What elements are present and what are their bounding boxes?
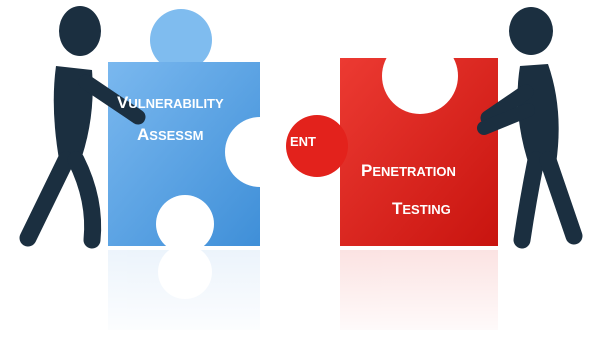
blue-piece-bottom-socket — [156, 195, 214, 253]
red-piece-left-tab — [286, 115, 348, 177]
reflection-fade — [0, 250, 599, 347]
blue-piece-top-tab — [150, 9, 212, 71]
blue-puzzle-piece — [108, 9, 295, 253]
penetration-label: PENETRATION — [361, 161, 456, 180]
person-figure-right-icon — [477, 7, 583, 249]
red-tab-label: ENT — [290, 134, 316, 149]
vulnerability-label: VULNERABILITY — [117, 93, 224, 112]
blue-piece-right-socket — [225, 117, 295, 187]
assessment-label: ASSESSM — [137, 125, 203, 144]
person-figure-left-icon — [19, 6, 146, 249]
testing-label: TESTING — [392, 199, 451, 218]
red-puzzle-piece — [286, 38, 498, 246]
red-piece-top-socket — [382, 38, 458, 114]
